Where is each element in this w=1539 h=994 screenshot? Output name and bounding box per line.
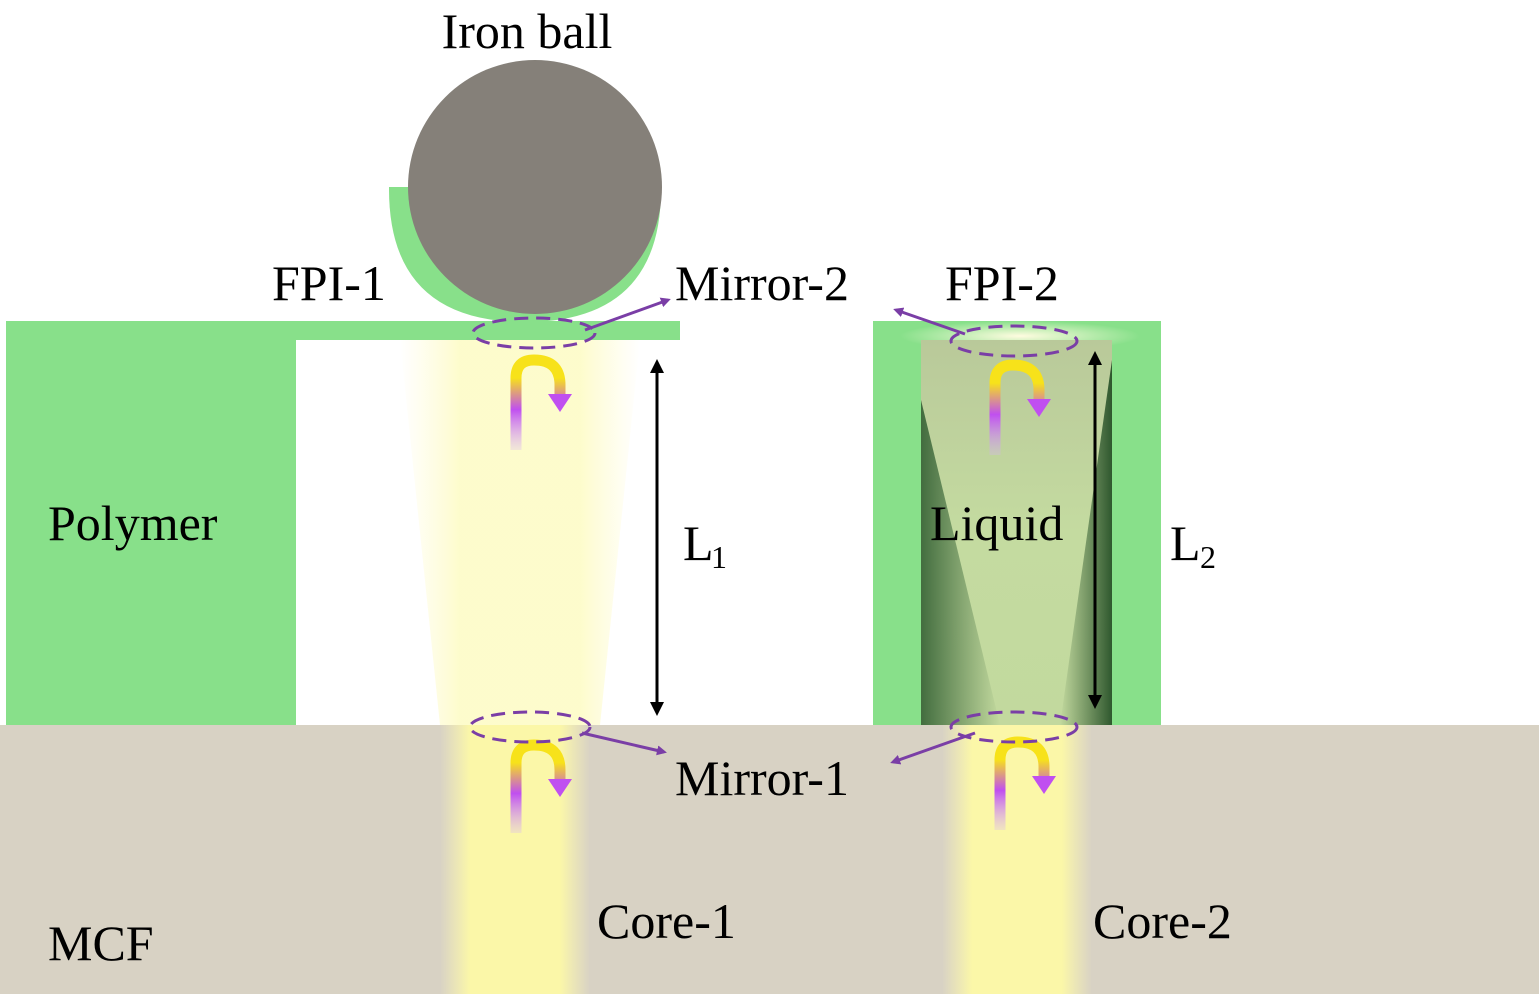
core-2-label: Core-2 — [1093, 893, 1232, 949]
pointer-mirror2-fpi2 — [893, 307, 966, 336]
l1-label: L — [683, 515, 714, 571]
liquid-shade-left — [921, 400, 1000, 725]
reflection-arrow-core1 — [510, 739, 572, 833]
mcf-fiber-body — [0, 725, 1539, 994]
mirror-1-core2-ellipse — [949, 710, 1079, 744]
fpi-1-label: FPI-1 — [272, 255, 386, 311]
l2-label: L — [1170, 515, 1201, 571]
core-1-label: Core-1 — [597, 893, 736, 949]
mirror-2-label: Mirror-2 — [675, 255, 849, 311]
iron-ball-label: Iron ball — [442, 3, 613, 59]
pointer-mirror2-fpi1 — [584, 297, 671, 332]
fpi-2-label: FPI-2 — [945, 255, 1059, 311]
mcf-label: MCF — [48, 915, 154, 971]
mirror-2-fpi1-ellipse — [471, 316, 597, 350]
liquid-label: Liquid — [930, 495, 1063, 551]
l1-subscript: 1 — [711, 539, 727, 575]
l2-subscript: 2 — [1200, 539, 1216, 575]
pointer-mirror1-core2 — [890, 731, 976, 765]
mirror-1-core1-ellipse — [468, 710, 592, 744]
iron-ball — [408, 60, 662, 314]
mirror-1-label: Mirror-1 — [675, 750, 849, 806]
fpi-1-light-beam — [400, 340, 640, 725]
polymer-diaphragm — [6, 321, 680, 340]
liquid-shade-right — [1060, 360, 1112, 725]
reflection-arrow-core2 — [994, 736, 1056, 830]
mirror-2-fpi2-ellipse — [949, 324, 1079, 358]
pointer-mirror1-core1 — [581, 731, 667, 756]
reflection-arrow-fpi2-top — [989, 359, 1051, 455]
reflection-arrow-fpi1-top — [510, 354, 572, 450]
polymer-block — [6, 321, 296, 725]
polymer-label: Polymer — [48, 495, 218, 551]
core-2-glow — [942, 725, 1092, 994]
